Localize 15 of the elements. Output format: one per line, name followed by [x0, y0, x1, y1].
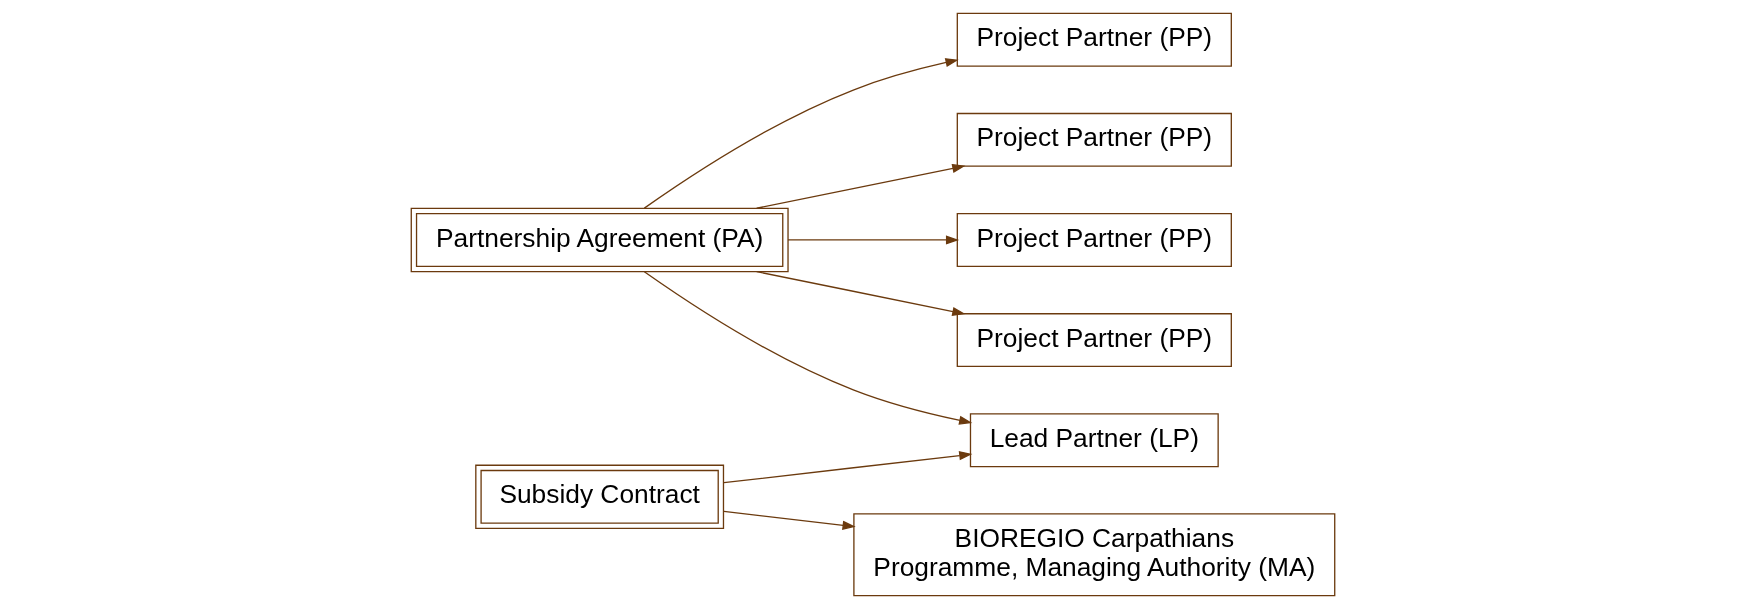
node-box: Partnership Agreement (PA) [410, 207, 789, 273]
node-box: Subsidy Contract [474, 464, 724, 530]
arrow [643, 271, 972, 425]
arrow [722, 510, 856, 530]
arrow [786, 235, 959, 245]
node-box: Project Partner (PP) [956, 212, 1232, 267]
arrow [643, 58, 959, 209]
node-box: Project Partner (PP) [956, 12, 1232, 67]
arrow [755, 163, 965, 209]
node-box: Project Partner (PP) [956, 313, 1232, 368]
node-box: Lead Partner (LP) [969, 413, 1219, 468]
node-box: Project Partner (PP) [956, 112, 1232, 167]
arrow [722, 451, 972, 484]
arrow [755, 270, 965, 316]
node-box: BIOREGIO Carpathians Programme, Managing Authority (MA) [852, 513, 1335, 597]
